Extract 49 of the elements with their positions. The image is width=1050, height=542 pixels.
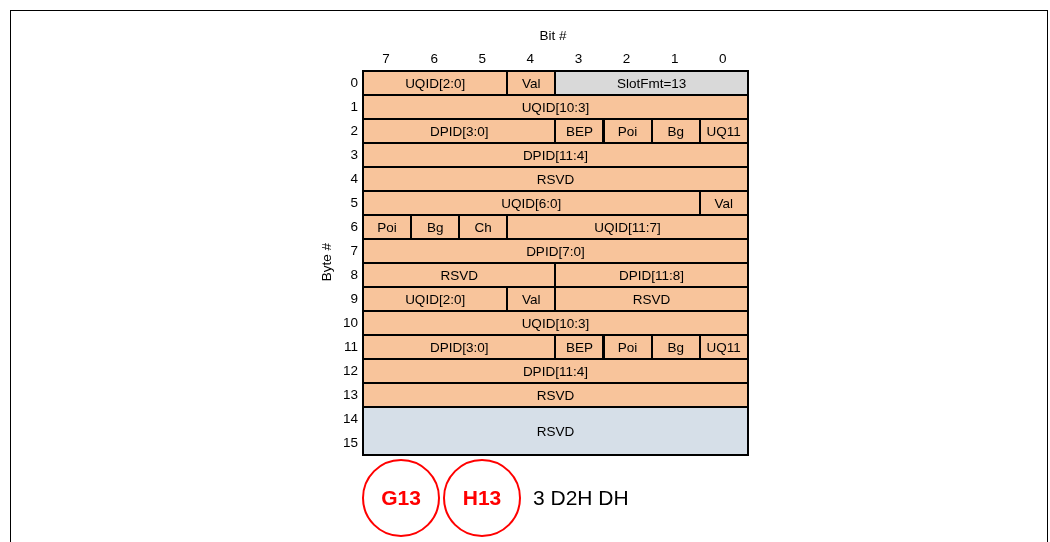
bit-number: 4 bbox=[526, 50, 535, 66]
bit-field-cell: RSVD bbox=[362, 382, 749, 408]
bit-field-cell: UQID[2:0] bbox=[362, 70, 509, 96]
axis-title: Bit # bbox=[539, 27, 567, 43]
bit-field-cell: UQID[11:7] bbox=[506, 214, 749, 240]
byte-number: 2 bbox=[350, 122, 358, 138]
byte-number: 0 bbox=[350, 74, 358, 90]
bit-field-cell: BEP bbox=[554, 118, 605, 144]
byte-number: 11 bbox=[344, 338, 358, 354]
bit-field-cell: UQID[10:3] bbox=[362, 310, 749, 336]
byte-number: 10 bbox=[342, 314, 358, 330]
bit-field-cell: RSVD bbox=[554, 286, 749, 312]
byte-number: 4 bbox=[350, 170, 358, 186]
byte-number: 14 bbox=[342, 410, 358, 426]
bit-number: 1 bbox=[670, 50, 679, 66]
bit-number: 2 bbox=[622, 50, 631, 66]
byte-number: 13 bbox=[342, 386, 358, 402]
bit-field-cell: UQID[6:0] bbox=[362, 190, 701, 216]
bit-field-cell: RSVD bbox=[362, 406, 749, 456]
byte-number: 7 bbox=[350, 242, 358, 258]
bit-number: 0 bbox=[719, 50, 727, 66]
bit-field-cell: DPID[7:0] bbox=[362, 238, 749, 264]
bit-number: 7 bbox=[382, 50, 390, 66]
byte-number: 5 bbox=[350, 194, 358, 210]
bit-field-cell: DPID[11:8] bbox=[554, 262, 749, 288]
bit-field-cell: SlotFmt=13 bbox=[554, 70, 749, 96]
byte-number: 1 bbox=[350, 98, 358, 114]
byte-number: 6 bbox=[350, 218, 358, 234]
bit-field-cell: RSVD bbox=[362, 262, 557, 288]
bit-field-cell: UQID[10:3] bbox=[362, 94, 749, 120]
axis-title: Byte # bbox=[318, 242, 334, 282]
bit-field-cell: RSVD bbox=[362, 166, 749, 192]
bit-number: 6 bbox=[430, 50, 438, 66]
bit-field-cell: DPID[3:0] bbox=[362, 118, 557, 144]
circled-label: G13 bbox=[362, 459, 440, 537]
bit-field-cell: UQID[2:0] bbox=[362, 286, 509, 312]
bit-number: 5 bbox=[478, 50, 486, 66]
bit-field-cell: BEP bbox=[554, 334, 605, 360]
bit-number: 3 bbox=[574, 50, 583, 66]
byte-number: 15 bbox=[342, 434, 358, 450]
bit-field-cell: DPID[11:4] bbox=[362, 358, 749, 384]
caption-text: 3 D2H DH bbox=[533, 486, 629, 510]
circled-label: H13 bbox=[443, 459, 521, 537]
bit-field-cell: DPID[11:4] bbox=[362, 142, 749, 168]
byte-number: 3 bbox=[350, 146, 358, 162]
byte-number: 8 bbox=[350, 266, 358, 282]
bit-field-cell: DPID[3:0] bbox=[362, 334, 557, 360]
byte-number: 12 bbox=[342, 362, 358, 378]
byte-number: 9 bbox=[350, 290, 358, 306]
